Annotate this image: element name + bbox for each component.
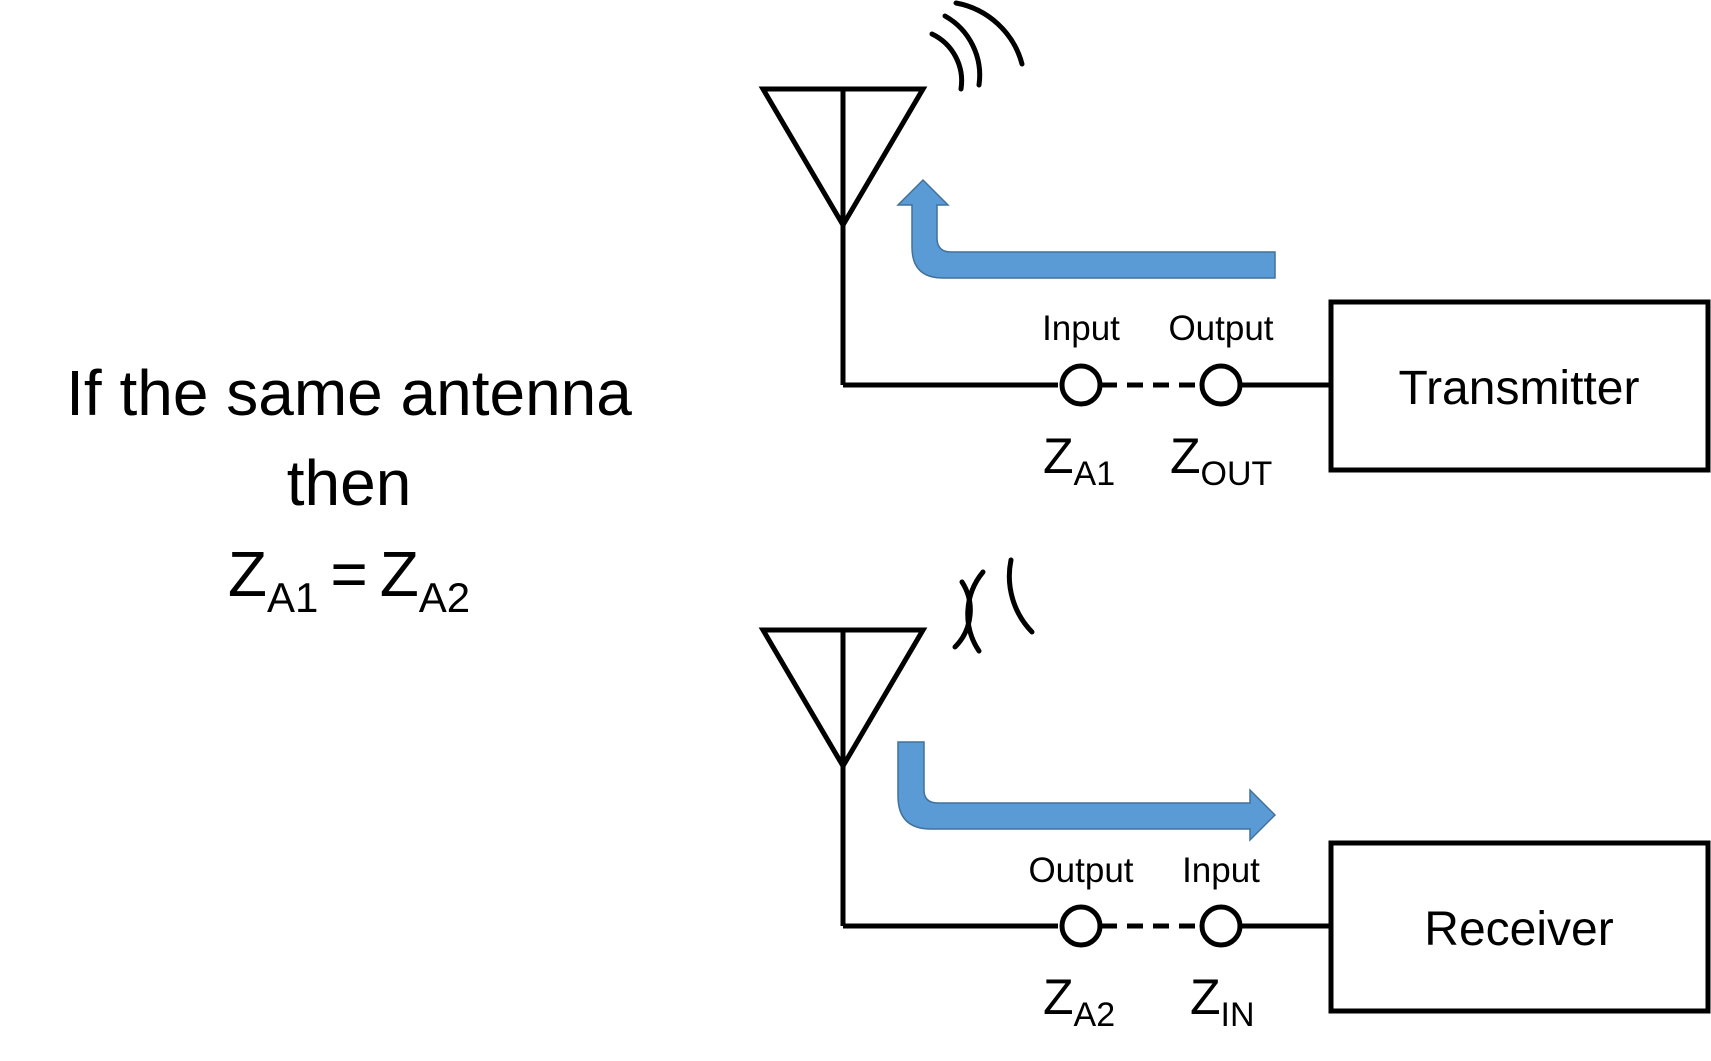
receive-path: Receiver Output Input ZA2 ZIN <box>758 557 1711 1034</box>
equation-lhs-z: Z <box>228 538 267 610</box>
transmit-signal-arrow <box>896 178 1276 279</box>
transmitter-block <box>1328 299 1711 473</box>
equation-rhs-z: Z <box>380 538 419 610</box>
z-a1-label: ZA1 <box>1043 428 1115 493</box>
receive-signal-arrow <box>897 741 1277 842</box>
statement-line-2: then <box>287 447 412 519</box>
antenna-icon <box>758 627 928 926</box>
z-in-label: ZIN <box>1190 969 1255 1034</box>
z-a2-sub: A2 <box>1074 996 1116 1034</box>
equation-rhs-sub: A2 <box>419 574 470 621</box>
equation: ZA1=ZA2 <box>228 538 470 621</box>
receive-device-terminal <box>1199 904 1243 948</box>
antenna-icon <box>758 86 928 385</box>
receiver-block <box>1328 840 1711 1014</box>
z-a1-z: Z <box>1043 428 1074 484</box>
transmit-antenna-port-label: Input <box>1042 309 1120 348</box>
transmit-path: Transmitter Input Output ZA1 ZOUT <box>758 0 1711 493</box>
z-in-z: Z <box>1190 969 1221 1025</box>
transmitter-label: Transmitter <box>1399 362 1640 415</box>
receive-antenna-port-label: Output <box>1028 851 1133 890</box>
transmit-antenna-terminal <box>1059 363 1103 407</box>
statement: If the same antenna then ZA1=ZA2 <box>66 357 632 621</box>
transmit-device-port-label: Output <box>1168 309 1273 348</box>
transmit-device-terminal <box>1199 363 1243 407</box>
receiver-label: Receiver <box>1424 903 1613 956</box>
equation-lhs-sub: A1 <box>267 574 318 621</box>
z-out-z: Z <box>1170 428 1201 484</box>
receive-antenna-terminal <box>1059 904 1103 948</box>
receive-device-port-label: Input <box>1182 851 1260 890</box>
z-out-label: ZOUT <box>1170 428 1272 493</box>
radio-waves-out-icon <box>929 0 1025 92</box>
z-out-sub: OUT <box>1201 455 1273 493</box>
equation-operator: = <box>330 538 367 610</box>
statement-line-1: If the same antenna <box>66 357 632 429</box>
z-a1-sub: A1 <box>1074 455 1116 493</box>
z-a2-label: ZA2 <box>1043 969 1115 1034</box>
z-a2-z: Z <box>1043 969 1074 1025</box>
z-in-sub: IN <box>1221 996 1255 1034</box>
radio-waves-in-icon <box>952 557 1035 654</box>
